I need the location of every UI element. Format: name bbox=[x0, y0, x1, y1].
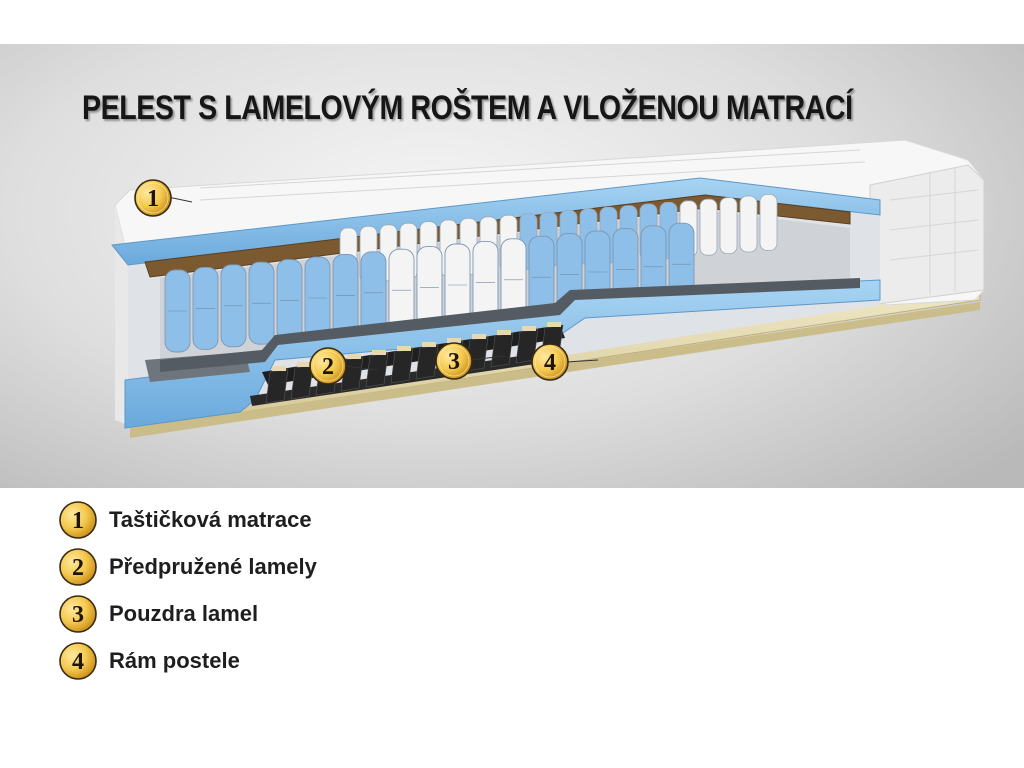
legend-item-2: 2 Předpružené lamely bbox=[58, 547, 317, 587]
coconut-layer bbox=[144, 194, 851, 278]
callout-4: 4 bbox=[531, 343, 569, 381]
legend-label-2: Předpružené lamely bbox=[109, 554, 317, 579]
slat-holder bbox=[347, 354, 361, 359]
legend-item-4: 4 Rám postele bbox=[58, 641, 240, 681]
legend-badge-1: 1 bbox=[59, 501, 97, 539]
slat-holder bbox=[297, 362, 311, 367]
svg-text:2: 2 bbox=[322, 354, 334, 380]
felt-layer bbox=[160, 278, 860, 372]
svg-text:3: 3 bbox=[448, 349, 460, 375]
legend-label-4: Rám postele bbox=[109, 648, 240, 673]
slat-holder bbox=[472, 334, 486, 339]
callout-leaders bbox=[167, 196, 599, 371]
slat-holder bbox=[447, 338, 461, 343]
slat-holder bbox=[272, 366, 286, 371]
pocket-spring bbox=[719, 197, 738, 255]
legend-badge-3: 3 bbox=[59, 595, 97, 633]
callout-1: 1 bbox=[134, 179, 172, 217]
pocket-spring bbox=[739, 195, 758, 253]
legend-badge-2: 2 bbox=[59, 548, 97, 586]
slat-holder bbox=[497, 330, 511, 335]
svg-text:1: 1 bbox=[72, 508, 84, 534]
callout-2: 2 bbox=[309, 347, 347, 385]
spring-row bbox=[164, 193, 778, 353]
legend-badge-4: 4 bbox=[59, 642, 97, 680]
slat-holder bbox=[372, 350, 386, 355]
callout-3: 3 bbox=[435, 342, 473, 380]
svg-text:4: 4 bbox=[544, 350, 556, 376]
slat-holder bbox=[397, 346, 411, 351]
svg-text:4: 4 bbox=[72, 649, 84, 675]
legend-label-3: Pouzdra lamel bbox=[109, 601, 259, 626]
slat-holder bbox=[522, 326, 536, 331]
slat-holder bbox=[422, 342, 436, 347]
legend-item-3: 3 Pouzdra lamel bbox=[58, 594, 258, 634]
slat-holder bbox=[547, 322, 561, 327]
page-title: PELEST S LAMELOVÝM ROŠTEM A VLOŽENOU MAT… bbox=[82, 89, 853, 127]
pocket-spring bbox=[759, 193, 778, 251]
svg-text:3: 3 bbox=[72, 602, 84, 628]
pocket-spring bbox=[699, 198, 718, 256]
legend-label-1: Taštičková matrace bbox=[109, 507, 312, 532]
svg-text:1: 1 bbox=[147, 186, 159, 212]
svg-text:2: 2 bbox=[72, 555, 84, 581]
legend-item-1: 1 Taštičková matrace bbox=[58, 500, 312, 540]
